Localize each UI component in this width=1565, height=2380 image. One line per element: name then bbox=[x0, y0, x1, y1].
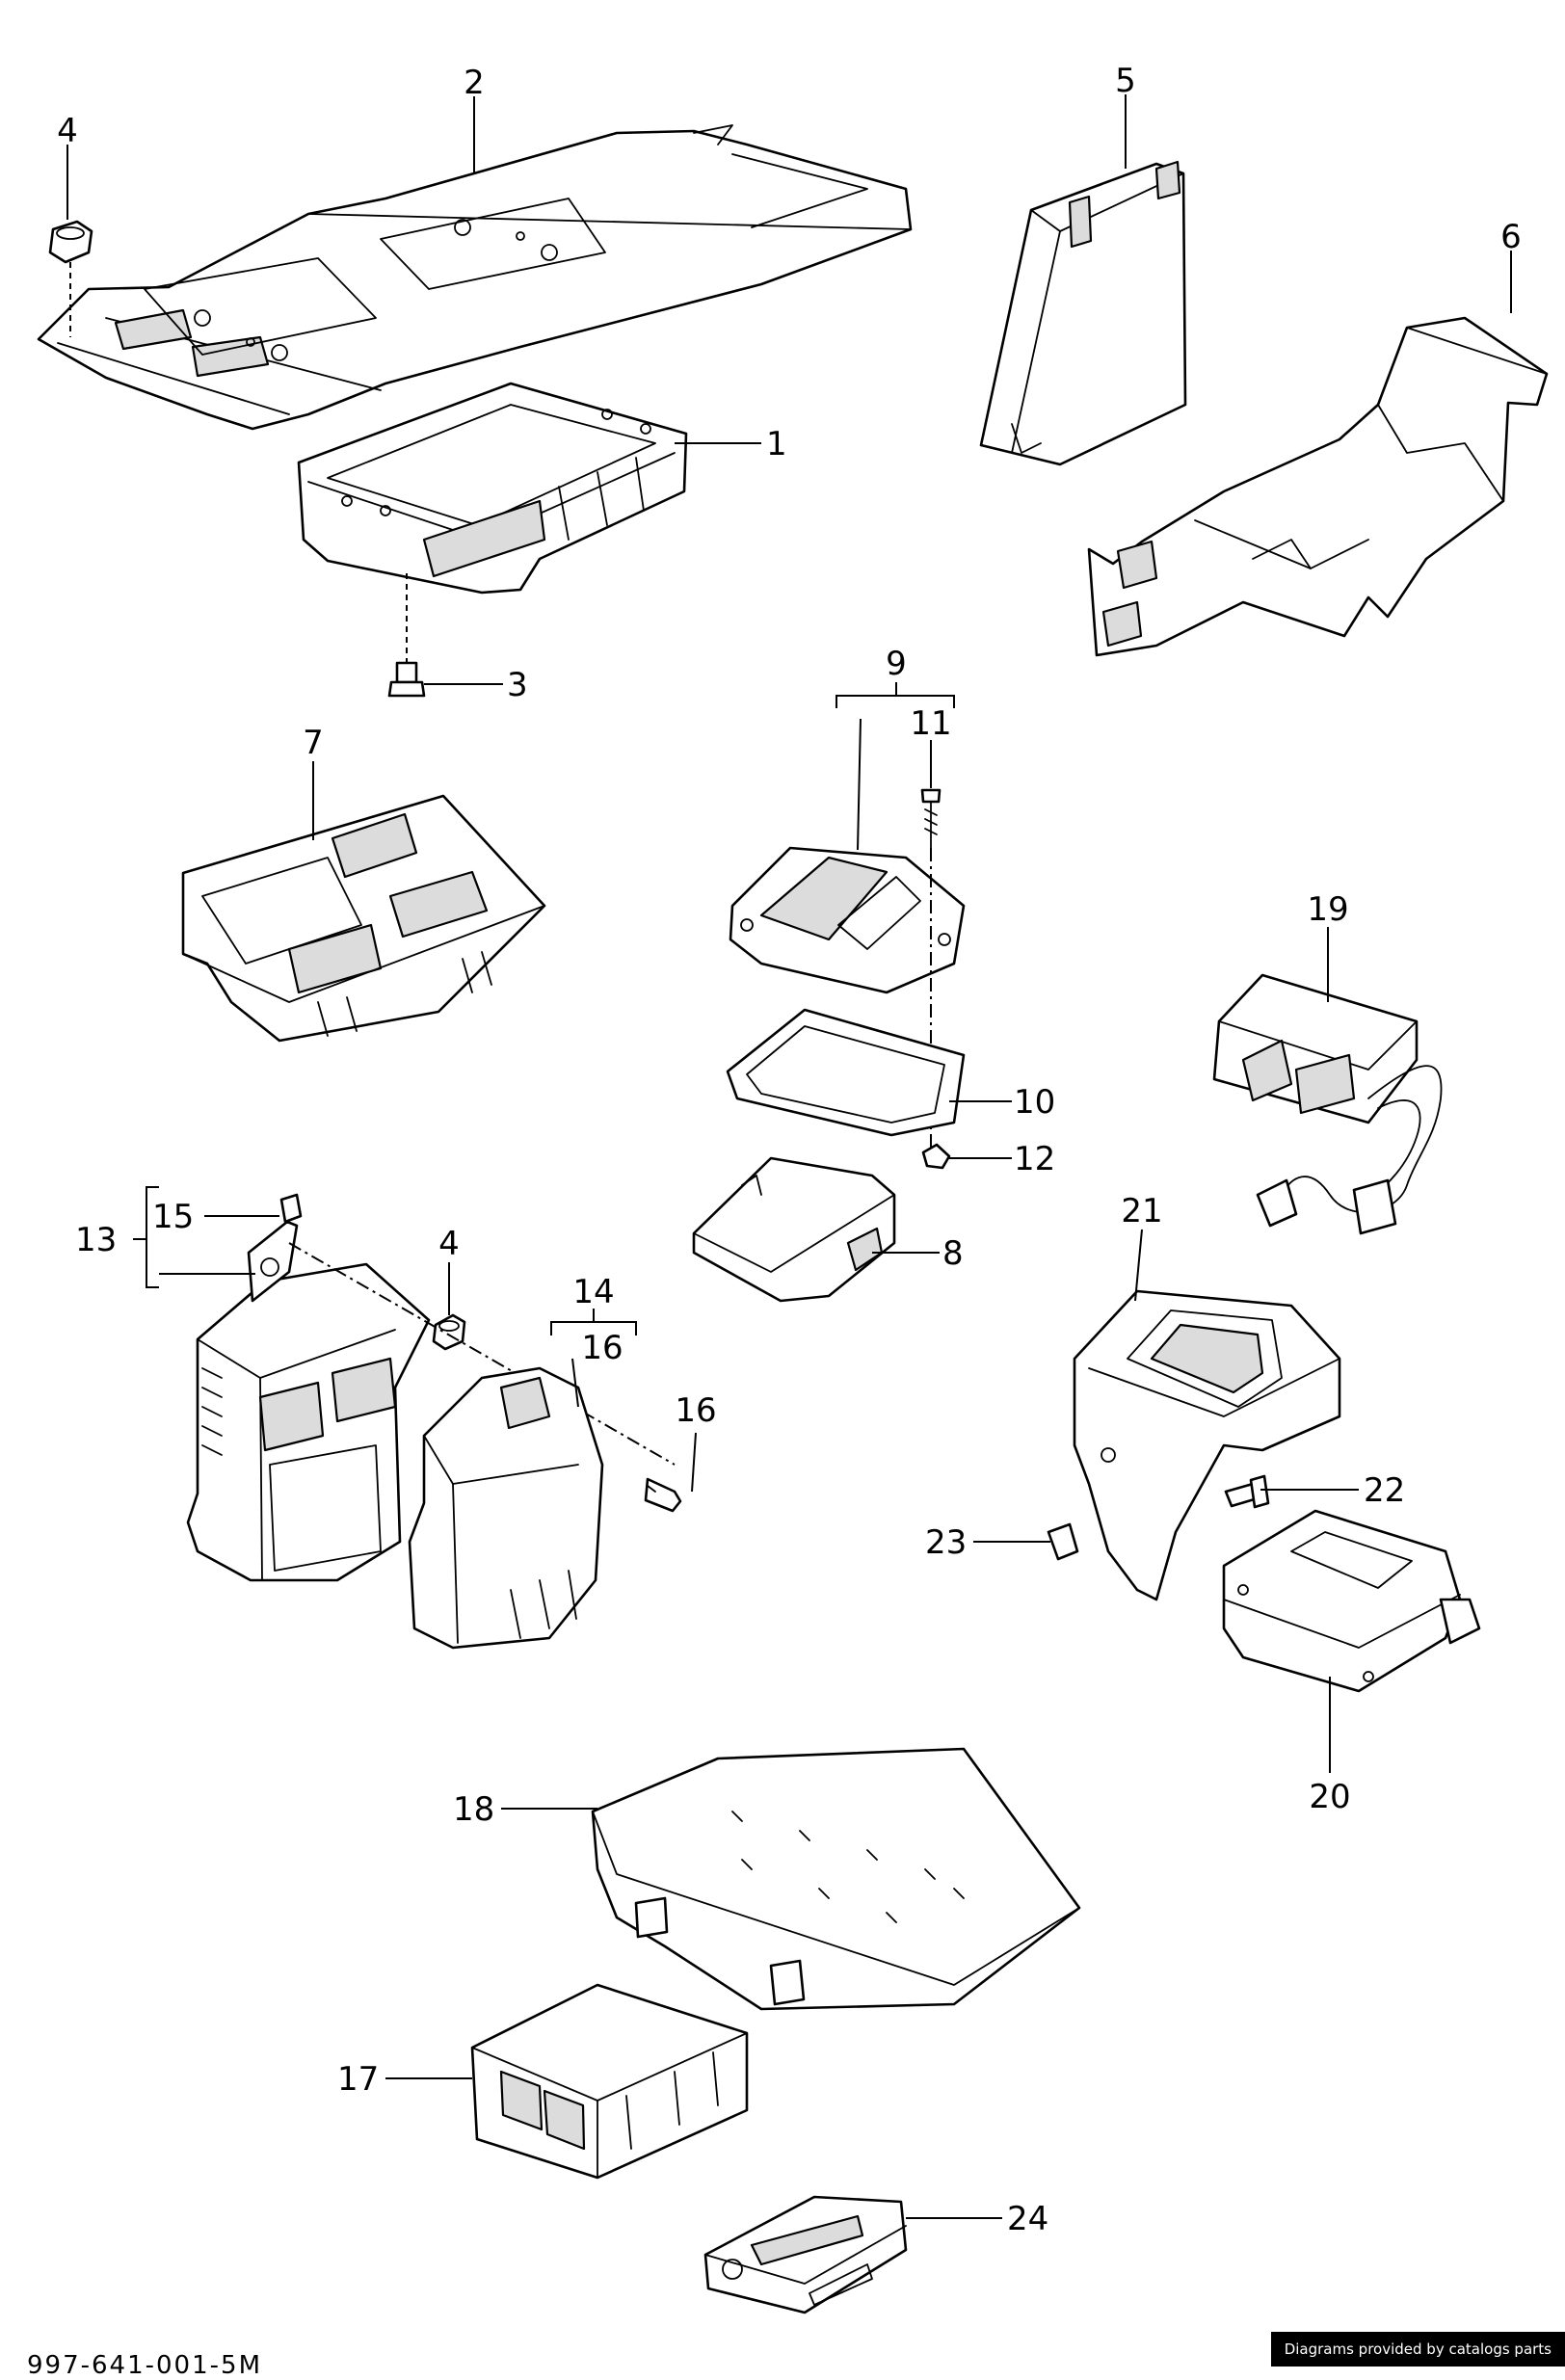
callout-13: 13 bbox=[75, 1221, 117, 1259]
part-8-module bbox=[692, 1156, 896, 1303]
callout-4-mid: 4 bbox=[438, 1225, 460, 1263]
callout-17: 17 bbox=[337, 2060, 379, 2099]
part-5-module bbox=[979, 160, 1187, 466]
callout-2: 2 bbox=[464, 64, 485, 102]
bracket-13 bbox=[146, 1186, 159, 1288]
callout-23: 23 bbox=[925, 1523, 967, 1562]
callout-4-top: 4 bbox=[57, 112, 78, 150]
part-15-bracket bbox=[247, 1193, 303, 1303]
callout-10: 10 bbox=[1014, 1083, 1055, 1122]
part-4-nut-mid bbox=[432, 1313, 466, 1351]
callout-3: 3 bbox=[507, 666, 528, 704]
callout-11: 11 bbox=[910, 704, 951, 743]
part-14-cover bbox=[408, 1366, 604, 1650]
callout-7: 7 bbox=[303, 724, 324, 762]
callout-8: 8 bbox=[942, 1234, 964, 1273]
part-21-holder bbox=[1073, 1289, 1341, 1601]
part-20-module bbox=[1222, 1509, 1481, 1693]
drawing-code: 997-641-001-5M bbox=[27, 2351, 262, 2380]
part-22-bolt bbox=[1224, 1474, 1270, 1509]
part-11-screw bbox=[920, 788, 942, 849]
callout-12: 12 bbox=[1014, 1140, 1055, 1178]
part-2-mounting-plate bbox=[37, 124, 913, 431]
part-10-seal bbox=[726, 1008, 966, 1137]
callout-24: 24 bbox=[1007, 2200, 1048, 2238]
part-3-bolt bbox=[387, 661, 426, 698]
part-6-bracket bbox=[1087, 316, 1549, 657]
part-4-nut-top bbox=[48, 220, 93, 337]
part-18-tray bbox=[591, 1747, 1081, 2011]
callout-16: 16 bbox=[675, 1391, 716, 1430]
part-17-control-unit bbox=[470, 1983, 749, 2180]
part-7-control-unit bbox=[181, 794, 546, 1043]
callout-22: 22 bbox=[1364, 1471, 1405, 1510]
part-9-cover bbox=[729, 846, 966, 994]
callout-6: 6 bbox=[1500, 218, 1522, 256]
callout-14: 14 bbox=[572, 1273, 614, 1311]
part-13-control-unit bbox=[186, 1262, 431, 1582]
callout-labels: 2 4 5 6 1 3 9 7 11 19 10 12 15 21 13 4 8… bbox=[57, 62, 1522, 2238]
callout-19: 19 bbox=[1307, 890, 1348, 929]
leader-lines bbox=[66, 94, 1512, 2219]
part-23-clip bbox=[1047, 1522, 1079, 1561]
callout-1: 1 bbox=[766, 425, 787, 463]
callout-15: 15 bbox=[152, 1198, 194, 1236]
part-16-screw bbox=[644, 1477, 682, 1513]
callout-16-group: 16 bbox=[581, 1329, 623, 1367]
callout-5: 5 bbox=[1115, 62, 1136, 100]
callout-21: 21 bbox=[1121, 1192, 1162, 1230]
callout-18: 18 bbox=[453, 1790, 494, 1829]
part-12-clip bbox=[921, 1143, 951, 1170]
part-24-unit bbox=[703, 2195, 908, 2314]
callout-20: 20 bbox=[1309, 1778, 1350, 1816]
part-1-control-unit bbox=[297, 382, 688, 595]
part-19-unit-harness bbox=[1212, 973, 1443, 1235]
callout-9: 9 bbox=[886, 645, 907, 683]
credit-badge: Diagrams provided by catalogs parts bbox=[1270, 2332, 1565, 2367]
